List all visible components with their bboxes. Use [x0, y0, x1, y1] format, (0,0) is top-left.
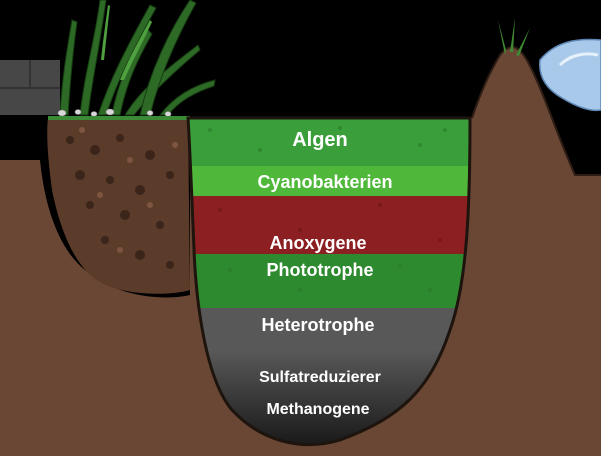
- label-cyanobakterien: Cyanobakterien: [257, 172, 392, 192]
- label-phototrophe: Phototrophe: [267, 260, 374, 280]
- label-methanogene: Methanogene: [266, 401, 369, 418]
- label-heterotrophe: Heterotrophe: [261, 315, 374, 335]
- label-algen: Algen: [292, 129, 348, 151]
- bank-surface: [48, 116, 190, 120]
- label-anoxygene: Anoxygene: [269, 233, 366, 253]
- label-sulfatreduzierer: Sulfatreduzierer: [259, 369, 381, 386]
